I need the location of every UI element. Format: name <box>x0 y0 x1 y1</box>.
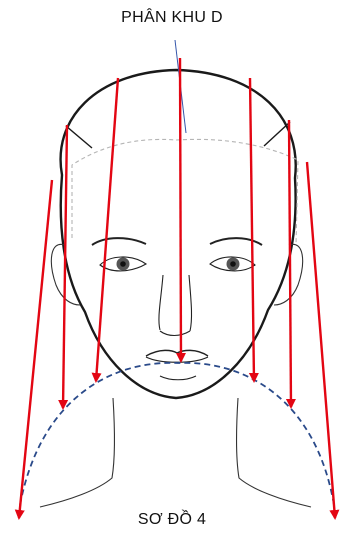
top-label: PHÂN KHU D <box>0 9 344 27</box>
arrow-3 <box>96 78 118 381</box>
section-lines <box>66 122 290 148</box>
ears <box>51 244 302 305</box>
bottom-label: SƠ ĐỒ 4 <box>0 511 344 529</box>
arrow-4 <box>180 58 181 361</box>
arrow-7 <box>307 162 335 518</box>
dashed-cut-curve <box>20 363 334 505</box>
arrow-6 <box>289 120 291 407</box>
neck-shoulders <box>40 398 311 507</box>
arrow-5 <box>250 78 254 381</box>
head-outline <box>61 70 296 398</box>
arrow-1 <box>19 180 52 518</box>
face-features <box>92 238 262 380</box>
